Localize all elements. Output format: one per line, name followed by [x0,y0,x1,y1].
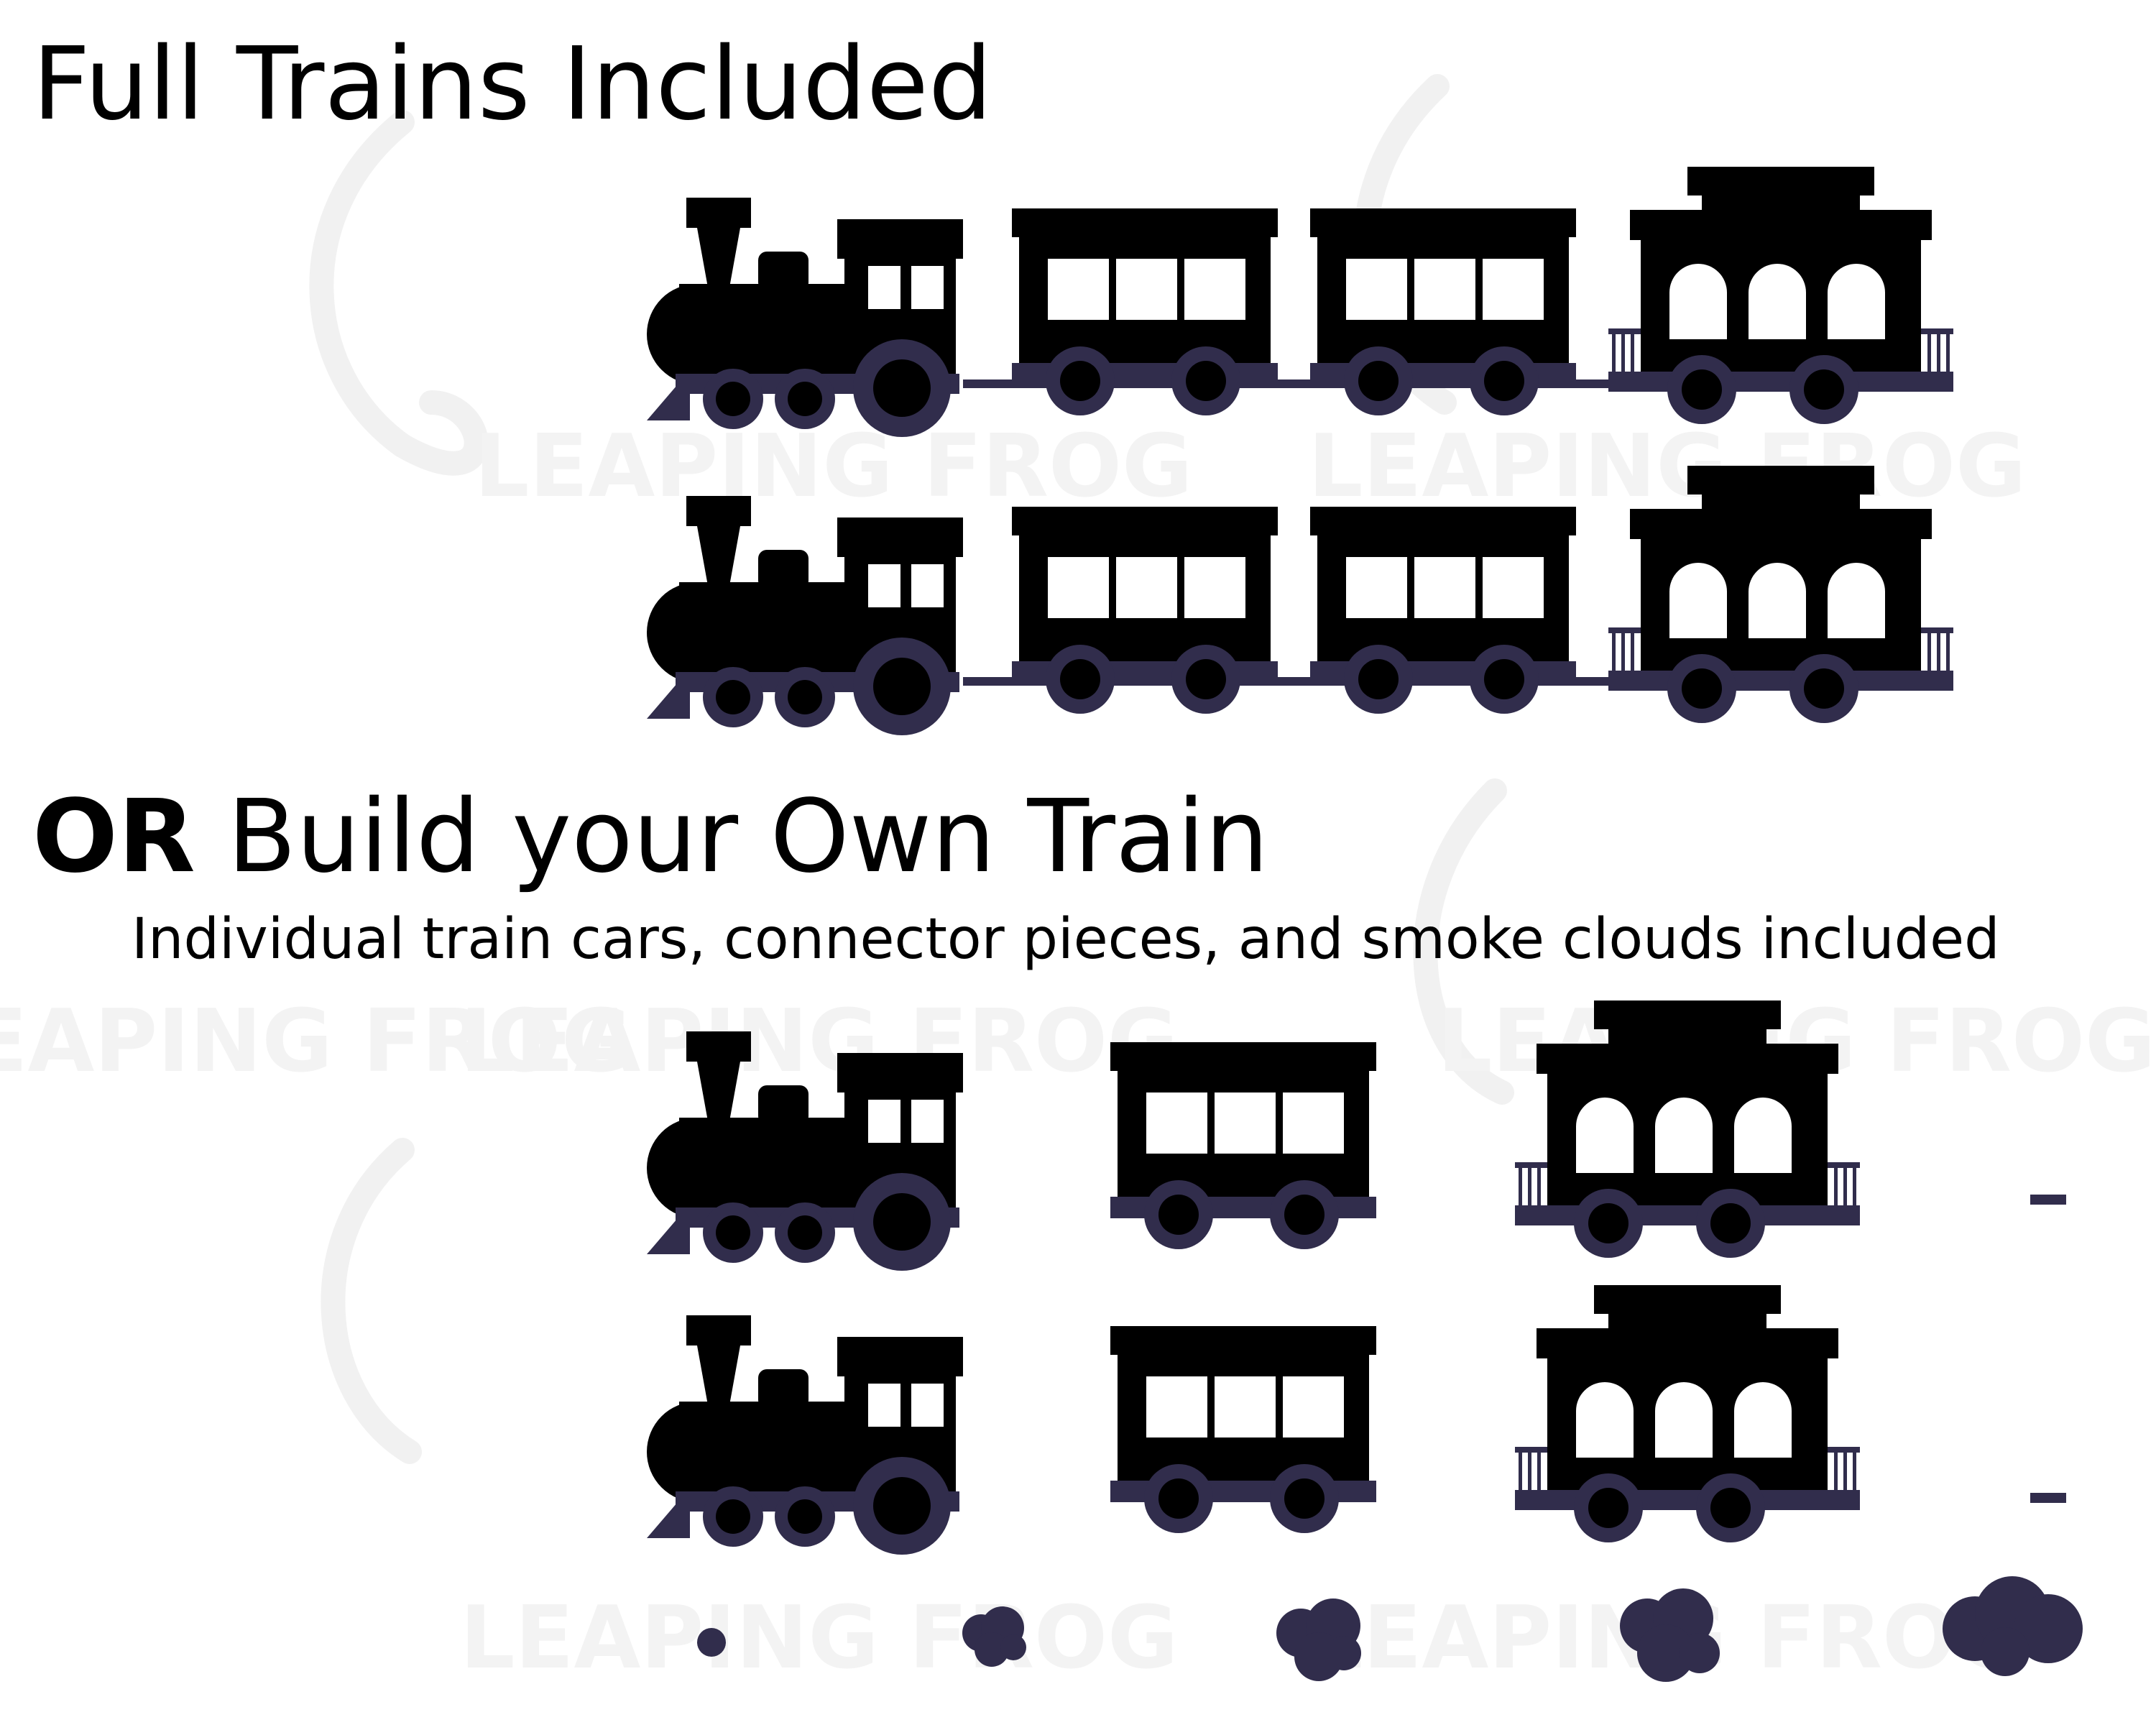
watermark-text: LEAPING FROG [474,417,1193,517]
build-or-label: OR [32,778,195,896]
build-train-label: Build your Own Train [195,778,1269,896]
full-trains-heading: Full Trains Included [32,26,992,143]
smoke-clouds [697,1576,2083,1682]
smoke-cloud-icon [1276,1598,1361,1681]
passenger-car-orange [1310,507,1576,714]
watermark-text: LEAPING FROG [460,992,1179,1092]
included-pieces-subtitle: Individual train cars, connector pieces,… [132,907,2000,972]
locomotive-dark [647,1315,963,1555]
passenger-car-green [1110,1042,1376,1249]
locomotive-dark [647,198,963,437]
locomotive-colorful [647,1031,963,1271]
watermark-text: LEAPING FROG [1308,417,2027,517]
connector-piece [2030,1195,2066,1205]
watermark-text: LEAPING FROG [460,1588,1179,1688]
smoke-cloud-icon [697,1628,726,1657]
full-train-silhouette [647,167,1953,437]
smoke-cloud-icon [1620,1588,1720,1682]
passenger-car-green [1012,507,1278,714]
locomotive-colorful [647,496,963,735]
individual-pieces-colorful [647,1000,2066,1271]
caboose-red [1608,466,1953,723]
connector-piece [2030,1493,2066,1503]
build-train-heading: OR Build your Own Train [32,787,1268,888]
smoke-cloud-icon [1943,1576,2083,1676]
passenger-car-dark [1310,208,1576,415]
passenger-car-dark [1012,208,1278,415]
caboose-red [1515,1000,1860,1258]
caboose-dark [1515,1285,1860,1542]
caboose-dark [1608,167,1953,424]
watermark-text: LEAPING FROG [0,992,632,1092]
passenger-car-dark [1110,1326,1376,1533]
smoke-cloud-icon [962,1606,1026,1667]
individual-pieces-silhouette [647,1285,2066,1555]
full-train-colorful [647,466,1953,735]
